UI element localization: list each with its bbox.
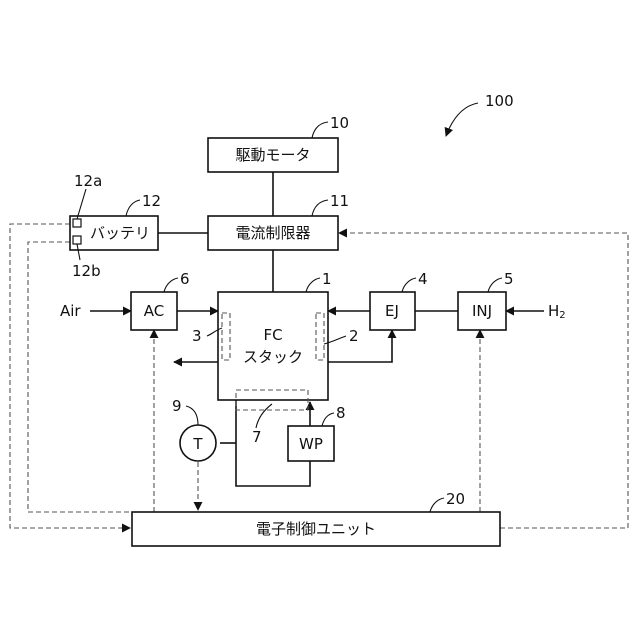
ref-20: 20 [446,490,465,508]
injector: INJ [458,292,506,330]
injector-label: INJ [472,302,492,320]
fc-stack-label-line1: FC [263,326,282,344]
current-limiter-label: 電流制限器 [235,224,310,242]
fc-stack: FC スタック [218,292,328,410]
hydrogen-symbol: H [548,302,559,320]
hydrogen-flow-lines [328,311,544,362]
temperature-sensor-label: T [192,435,203,453]
ref-12a: 12a [74,172,102,190]
ref-1: 1 [322,270,332,288]
ref-12b: 12b [72,262,101,280]
ref-10: 10 [330,114,349,132]
air-compressor-label: AC [144,302,164,320]
air-compressor: AC [131,292,177,330]
water-pump-label: WP [299,435,323,453]
air-input-label: Air [60,302,81,320]
ejector: EJ [370,292,415,330]
battery: バッテリ [70,216,158,250]
drive-motor-label: 駆動モータ [235,146,310,164]
ref-6: 6 [180,270,190,288]
ref-2: 2 [349,327,359,345]
battery-label: バッテリ [90,224,150,242]
system-ref-callout: 100 [446,92,514,136]
hydrogen-subscript: 2 [559,310,565,321]
ejector-label: EJ [385,302,399,320]
system-ref-label: 100 [485,92,514,110]
ref-9: 9 [172,397,182,415]
ref-5: 5 [504,270,514,288]
ref-7: 7 [252,428,262,446]
electronic-control-unit: 電子制御ユニット [132,512,500,546]
ref-8: 8 [336,404,346,422]
drive-motor: 駆動モータ [208,138,338,172]
ref-3: 3 [192,327,202,345]
hydrogen-input-label: H2 [548,302,566,321]
ref-12: 12 [142,192,161,210]
ref-4: 4 [418,270,428,288]
ref-11: 11 [330,192,349,210]
ecu-label: 電子制御ユニット [256,520,376,538]
fc-stack-label-line2: スタック [243,348,303,366]
temperature-sensor: T [180,425,216,461]
water-pump: WP [288,426,334,461]
current-limiter: 電流制限器 [208,216,338,250]
